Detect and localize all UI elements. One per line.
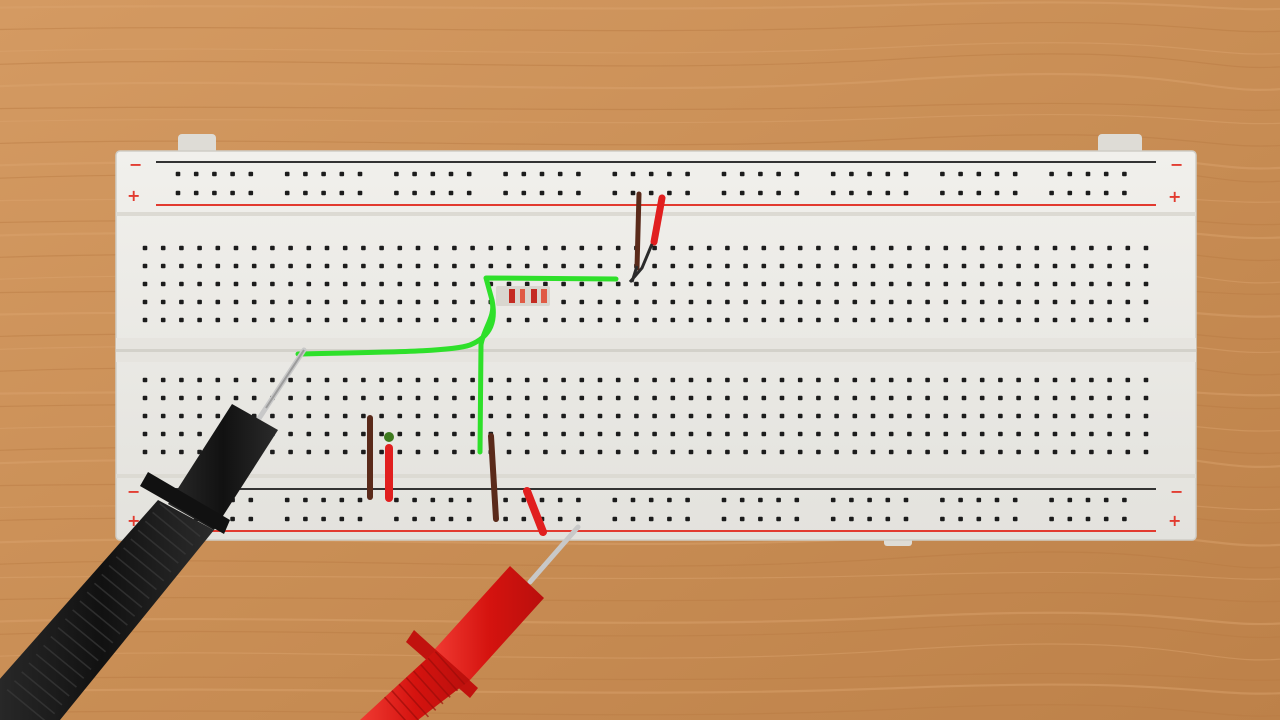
- breadboard: [115, 134, 1197, 546]
- breadboard-tab: [178, 134, 216, 154]
- probe-grip: [0, 500, 214, 720]
- lead-red: [523, 487, 547, 536]
- lead-brown: [488, 433, 499, 522]
- lead-red: [650, 194, 666, 246]
- probe-tip: [527, 524, 581, 585]
- breadboard-tab: [1098, 134, 1142, 154]
- top-left-minus-mark: −: [129, 155, 143, 174]
- lead-brown: [634, 191, 642, 271]
- component-chip: [496, 286, 550, 306]
- bottom-right-minus-mark: −: [1170, 482, 1184, 501]
- probe-finger-guard: [140, 472, 230, 534]
- black-probe: [0, 347, 307, 720]
- probe-handle: [168, 404, 278, 530]
- component-leads: [367, 191, 666, 536]
- green-jumper-wire: [295, 275, 619, 455]
- bottom-left-plus-mark: +: [127, 511, 141, 530]
- probe-grip: [360, 650, 470, 720]
- red-probe: [360, 524, 581, 720]
- top-right-minus-mark: −: [1170, 155, 1184, 174]
- bottom-left-minus-mark: −: [127, 482, 141, 501]
- bottom-right-plus-mark: +: [1168, 511, 1182, 530]
- top-left-plus-mark: +: [127, 186, 141, 205]
- top-right-plus-mark: +: [1168, 187, 1182, 206]
- probe-handle: [434, 566, 544, 680]
